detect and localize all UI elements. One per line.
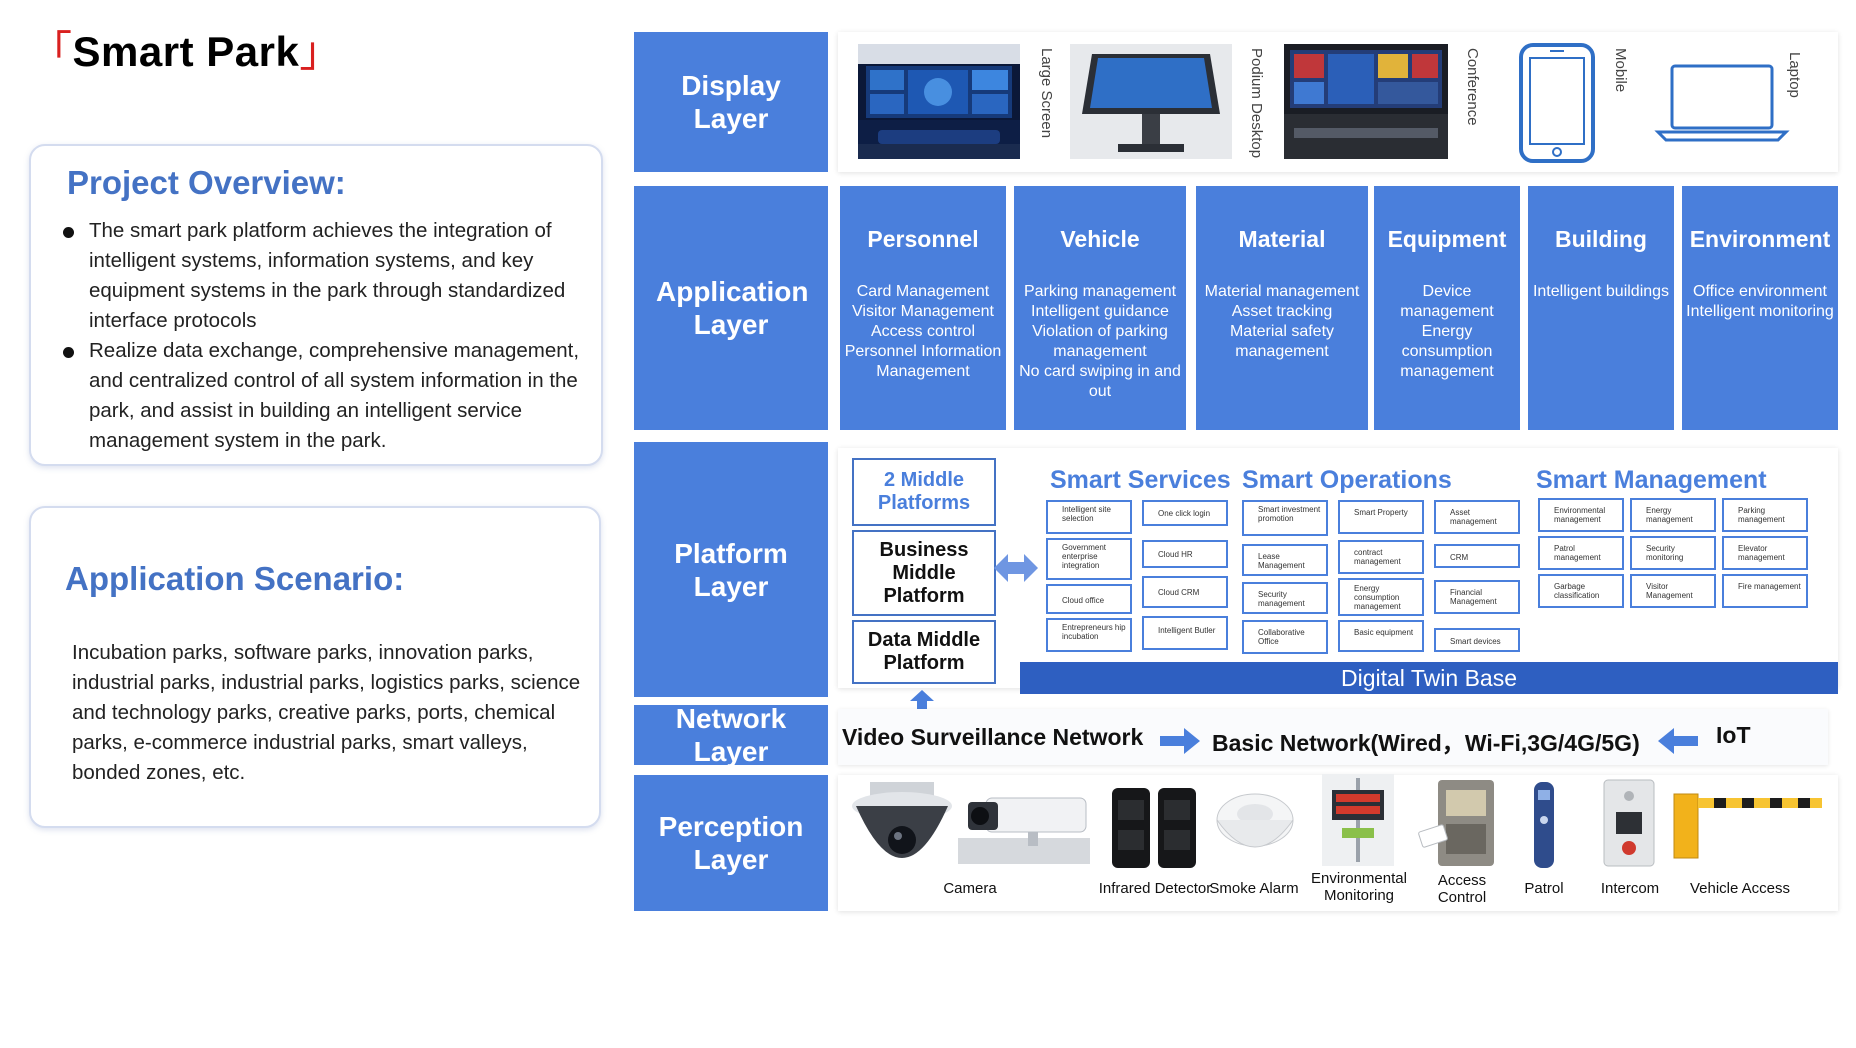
service-box: Intelligent site selection [1046,500,1132,534]
service-box: Cloud HR [1142,540,1228,568]
data-middle-platform-box: Data Middle Platform [852,620,996,684]
title-text: Smart Park [72,28,300,75]
app-column-equipment: Equipment Device management Energy consu… [1374,186,1520,430]
perception-layer-label: Perception Layer [634,775,828,911]
smart-operations-heading: Smart Operations [1242,466,1452,494]
overview-bullet: Realize data exchange, comprehensive man… [63,336,593,456]
service-box: Cloud office [1046,584,1132,614]
app-column-environment: Environment Office environment Intellige… [1682,186,1838,430]
application-layer-label: Application Layer [634,186,828,430]
scenario-heading: Application Scenario: [65,560,405,597]
left-arrow-icon [1658,728,1698,754]
service-box: One click login [1142,500,1228,526]
application-scenario-card: Application Scenario: Incubation parks, … [29,506,601,828]
patrol-device-image [1534,782,1554,868]
access-control-image [1418,780,1494,866]
operation-box: CRM [1434,544,1520,568]
operation-box: Smart investment promotion [1242,500,1328,536]
management-box: Security monitoring [1630,536,1716,570]
management-box: Fire management [1722,574,1808,608]
title-bracket-left: 「 [30,28,73,75]
project-overview-card: Project Overview: The smart park platfor… [29,144,603,466]
perception-label-smoke-alarm: Smoke Alarm [1209,880,1299,897]
double-arrow-icon [994,554,1038,582]
intercom-image [1603,779,1655,867]
app-column-vehicle: Vehicle Parking management Intelligent g… [1014,186,1186,430]
infrared-detector-image [1112,788,1196,868]
mobile-icon [1519,43,1595,163]
page-title: 「Smart Park」 [30,18,342,79]
operation-box: Basic equipment [1338,620,1424,652]
operation-box: Smart Property [1338,500,1424,534]
app-column-material: Material Material management Asset track… [1196,186,1368,430]
display-label-conference: Conference [1464,48,1481,126]
management-box: Patrol management [1538,536,1624,570]
perception-label-infrared-detector: Infrared Detector [1098,880,1212,897]
operation-box: Asset management [1434,500,1520,534]
iot-label: IoT [1716,722,1751,748]
bullet-dot-icon [63,347,74,358]
management-box: Energy management [1630,498,1716,532]
environmental-monitoring-image [1322,774,1394,866]
app-column-personnel: Personnel Card Management Visitor Manage… [840,186,1006,430]
service-box: Intelligent Butler [1142,616,1228,650]
video-surveillance-network: Video Surveillance Network [842,724,1144,750]
smoke-alarm-image [1216,793,1294,848]
business-middle-platform-box: Business Middle Platform [852,530,996,616]
up-arrow-icon [910,690,934,712]
smart-services-heading: Smart Services [1050,466,1231,494]
digital-twin-base: Digital Twin Base [1020,662,1838,694]
overview-bullet: The smart park platform achieves the int… [63,216,593,336]
management-box: Parking management [1722,498,1808,532]
podium-desktop-image [1070,44,1232,159]
operation-box: Energy consumption management [1338,578,1424,616]
conference-image [1284,44,1448,159]
perception-label-patrol: Patrol [1524,880,1564,897]
platform-layer-label: Platform Layer [634,442,828,697]
service-box: Cloud CRM [1142,576,1228,608]
management-box: Garbage classification [1538,574,1624,608]
display-label-large-screen: Large Screen [1038,48,1055,139]
laptop-icon [1654,64,1790,142]
perception-label-camera: Camera [943,880,997,897]
management-box: Elevator management [1722,536,1808,570]
display-layer-label: Display Layer [634,32,828,172]
perception-label-vehicle-access: Vehicle Access [1689,880,1791,897]
large-screen-image [858,44,1020,159]
app-column-building: Building Intelligent buildings [1528,186,1674,430]
title-bracket-right: 」 [299,28,342,75]
operation-box: Financial Management [1434,580,1520,614]
display-label-laptop: Laptop [1786,52,1803,98]
management-box: Visitor Management [1630,574,1716,608]
operation-box: Security management [1242,582,1328,614]
basic-network: Basic Network(Wired，Wi-Fi,3G/4G/5G) [1212,730,1640,756]
middle-platforms-box: 2 Middle Platforms [852,458,996,526]
bullet-camera-image [958,797,1090,864]
bullet-dot-icon [63,227,74,238]
perception-label-intercom: Intercom [1600,880,1660,897]
operation-box: Collaborative Office [1242,620,1328,654]
scenario-text: Incubation parks, software parks, innova… [72,641,581,784]
operation-box: Smart devices [1434,628,1520,652]
display-label-podium-desktop: Podium Desktop [1248,48,1265,159]
network-layer-label: Network Layer [634,703,828,767]
display-label-mobile: Mobile [1612,48,1629,93]
vehicle-barrier-image [1673,793,1822,859]
service-box: Government enterprise integration [1046,538,1132,580]
right-arrow-icon [1160,728,1200,754]
perception-label-environmental-monitoring: Environmental Monitoring [1311,870,1407,904]
smart-management-heading: Smart Management [1536,466,1767,494]
perception-label-access-control: Access Control [1437,872,1487,906]
overview-heading: Project Overview: [67,164,346,201]
dome-camera-image [852,782,952,858]
operation-box: Lease Management [1242,544,1328,576]
service-box: Entrepreneurs hip incubation [1046,618,1132,652]
overview-bullets: The smart park platform achieves the int… [63,216,593,456]
operation-box: contract management [1338,540,1424,574]
management-box: Environmental management [1538,498,1624,532]
